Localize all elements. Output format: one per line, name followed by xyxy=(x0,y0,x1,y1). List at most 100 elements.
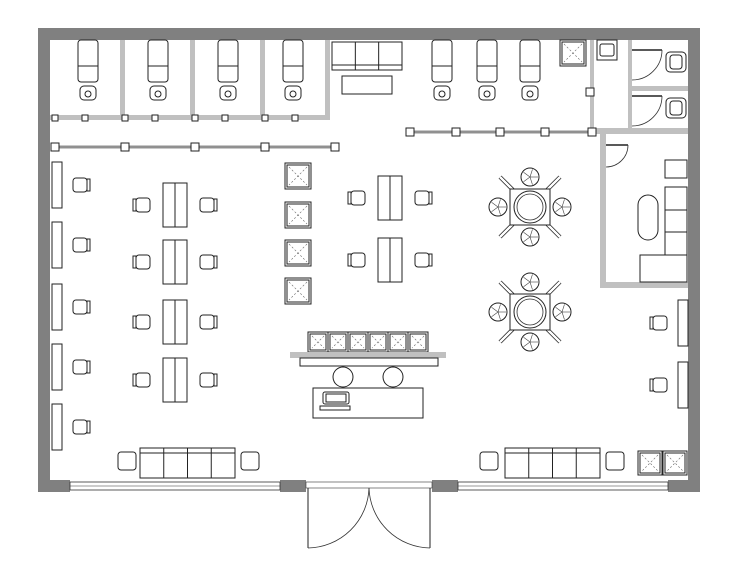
chair-back xyxy=(86,360,91,374)
storage-box xyxy=(284,277,312,305)
keyboard xyxy=(319,405,351,411)
chair-seat xyxy=(135,254,151,270)
chair xyxy=(132,372,151,388)
box-cross xyxy=(371,335,385,349)
curtain-post xyxy=(120,142,130,152)
display-box xyxy=(347,331,369,353)
chair-spoke xyxy=(523,281,531,287)
curtain-slider xyxy=(191,114,199,122)
chair-back xyxy=(649,316,654,330)
chair-seat xyxy=(414,252,430,268)
door-swing xyxy=(631,95,663,127)
chair-spoke xyxy=(555,202,563,208)
table-half xyxy=(162,299,176,345)
wall-right xyxy=(688,28,700,492)
restroom-door[interactable] xyxy=(631,49,663,81)
sink-bowl xyxy=(599,43,615,57)
ottoman xyxy=(117,451,137,471)
table-half xyxy=(174,182,188,228)
chair-spoke xyxy=(491,307,499,313)
box-cross xyxy=(391,335,405,349)
chair xyxy=(72,299,91,315)
curtain-post xyxy=(330,142,340,152)
slider-post xyxy=(291,114,299,122)
chair-spoke xyxy=(529,169,533,178)
l-sofa xyxy=(639,186,688,283)
double-table-set xyxy=(347,237,433,283)
desk-top xyxy=(677,299,689,347)
wall-top xyxy=(38,28,700,40)
curtain-post xyxy=(260,142,270,152)
storage-box xyxy=(284,239,312,267)
restroom-door[interactable] xyxy=(631,95,663,127)
wall-bottom-mid-right xyxy=(432,480,458,492)
cubicle-partition xyxy=(325,40,330,120)
curtain-post xyxy=(585,87,595,97)
table-top xyxy=(513,190,547,224)
chair xyxy=(199,197,218,213)
wall-desk xyxy=(51,403,91,451)
chair-seat xyxy=(350,190,366,206)
curtain-slider xyxy=(51,114,59,122)
stool-center xyxy=(438,90,446,98)
round-chair xyxy=(552,197,572,217)
box-cross xyxy=(288,243,308,263)
round-chair xyxy=(488,302,508,322)
desk-top xyxy=(51,403,63,451)
round-chair xyxy=(520,332,540,352)
wall-bottom-left xyxy=(38,480,70,492)
chair-spoke xyxy=(561,199,565,208)
box-cross xyxy=(288,205,308,225)
ottoman xyxy=(479,451,499,471)
table-inner xyxy=(516,298,544,326)
coffee-table xyxy=(341,75,393,95)
storage-box xyxy=(662,450,688,476)
chair-back xyxy=(347,253,352,267)
entrance-double-door[interactable] xyxy=(305,481,433,549)
table-half xyxy=(389,237,403,283)
treatment-bed xyxy=(217,39,239,101)
chair-spoke xyxy=(523,176,531,182)
chair-spoke xyxy=(523,337,531,343)
table-half xyxy=(162,357,176,403)
storage-box xyxy=(637,450,663,476)
toilet-seat xyxy=(669,54,683,70)
cubicle-bottom-partition xyxy=(50,115,330,120)
bed-frame xyxy=(431,39,453,83)
box-cross xyxy=(288,166,308,186)
bar-stool xyxy=(382,366,404,388)
chair-spoke xyxy=(529,176,533,185)
slider-post xyxy=(81,114,89,122)
door-swing xyxy=(605,144,629,168)
wall-desk xyxy=(649,299,689,347)
chair-spoke xyxy=(561,206,565,215)
chair-back xyxy=(213,373,218,387)
sofa xyxy=(139,447,236,479)
chair-back xyxy=(649,378,654,392)
partition-vertical xyxy=(590,40,594,132)
chair-back xyxy=(213,255,218,269)
bar-stool xyxy=(332,366,354,388)
display-box xyxy=(407,331,429,353)
chair-seat xyxy=(350,252,366,268)
counter-top xyxy=(290,352,446,358)
display-box xyxy=(307,331,329,353)
wall-left xyxy=(38,28,50,492)
lounge-door[interactable] xyxy=(605,144,629,168)
slider-post xyxy=(191,114,199,122)
chair-back xyxy=(132,255,137,269)
chair-back xyxy=(213,198,218,212)
curtain-slider xyxy=(151,114,159,122)
curtain-post xyxy=(540,127,550,137)
door-swing xyxy=(631,49,663,81)
toilet xyxy=(665,51,687,73)
chair xyxy=(72,419,91,435)
double-table-set xyxy=(132,299,218,345)
wall-desk xyxy=(51,221,91,269)
stool-center xyxy=(483,90,491,98)
chair-spoke xyxy=(529,281,533,290)
table-half xyxy=(162,182,176,228)
chair-seat xyxy=(199,254,215,270)
wall-desk xyxy=(51,343,91,391)
chair-seat xyxy=(135,197,151,213)
